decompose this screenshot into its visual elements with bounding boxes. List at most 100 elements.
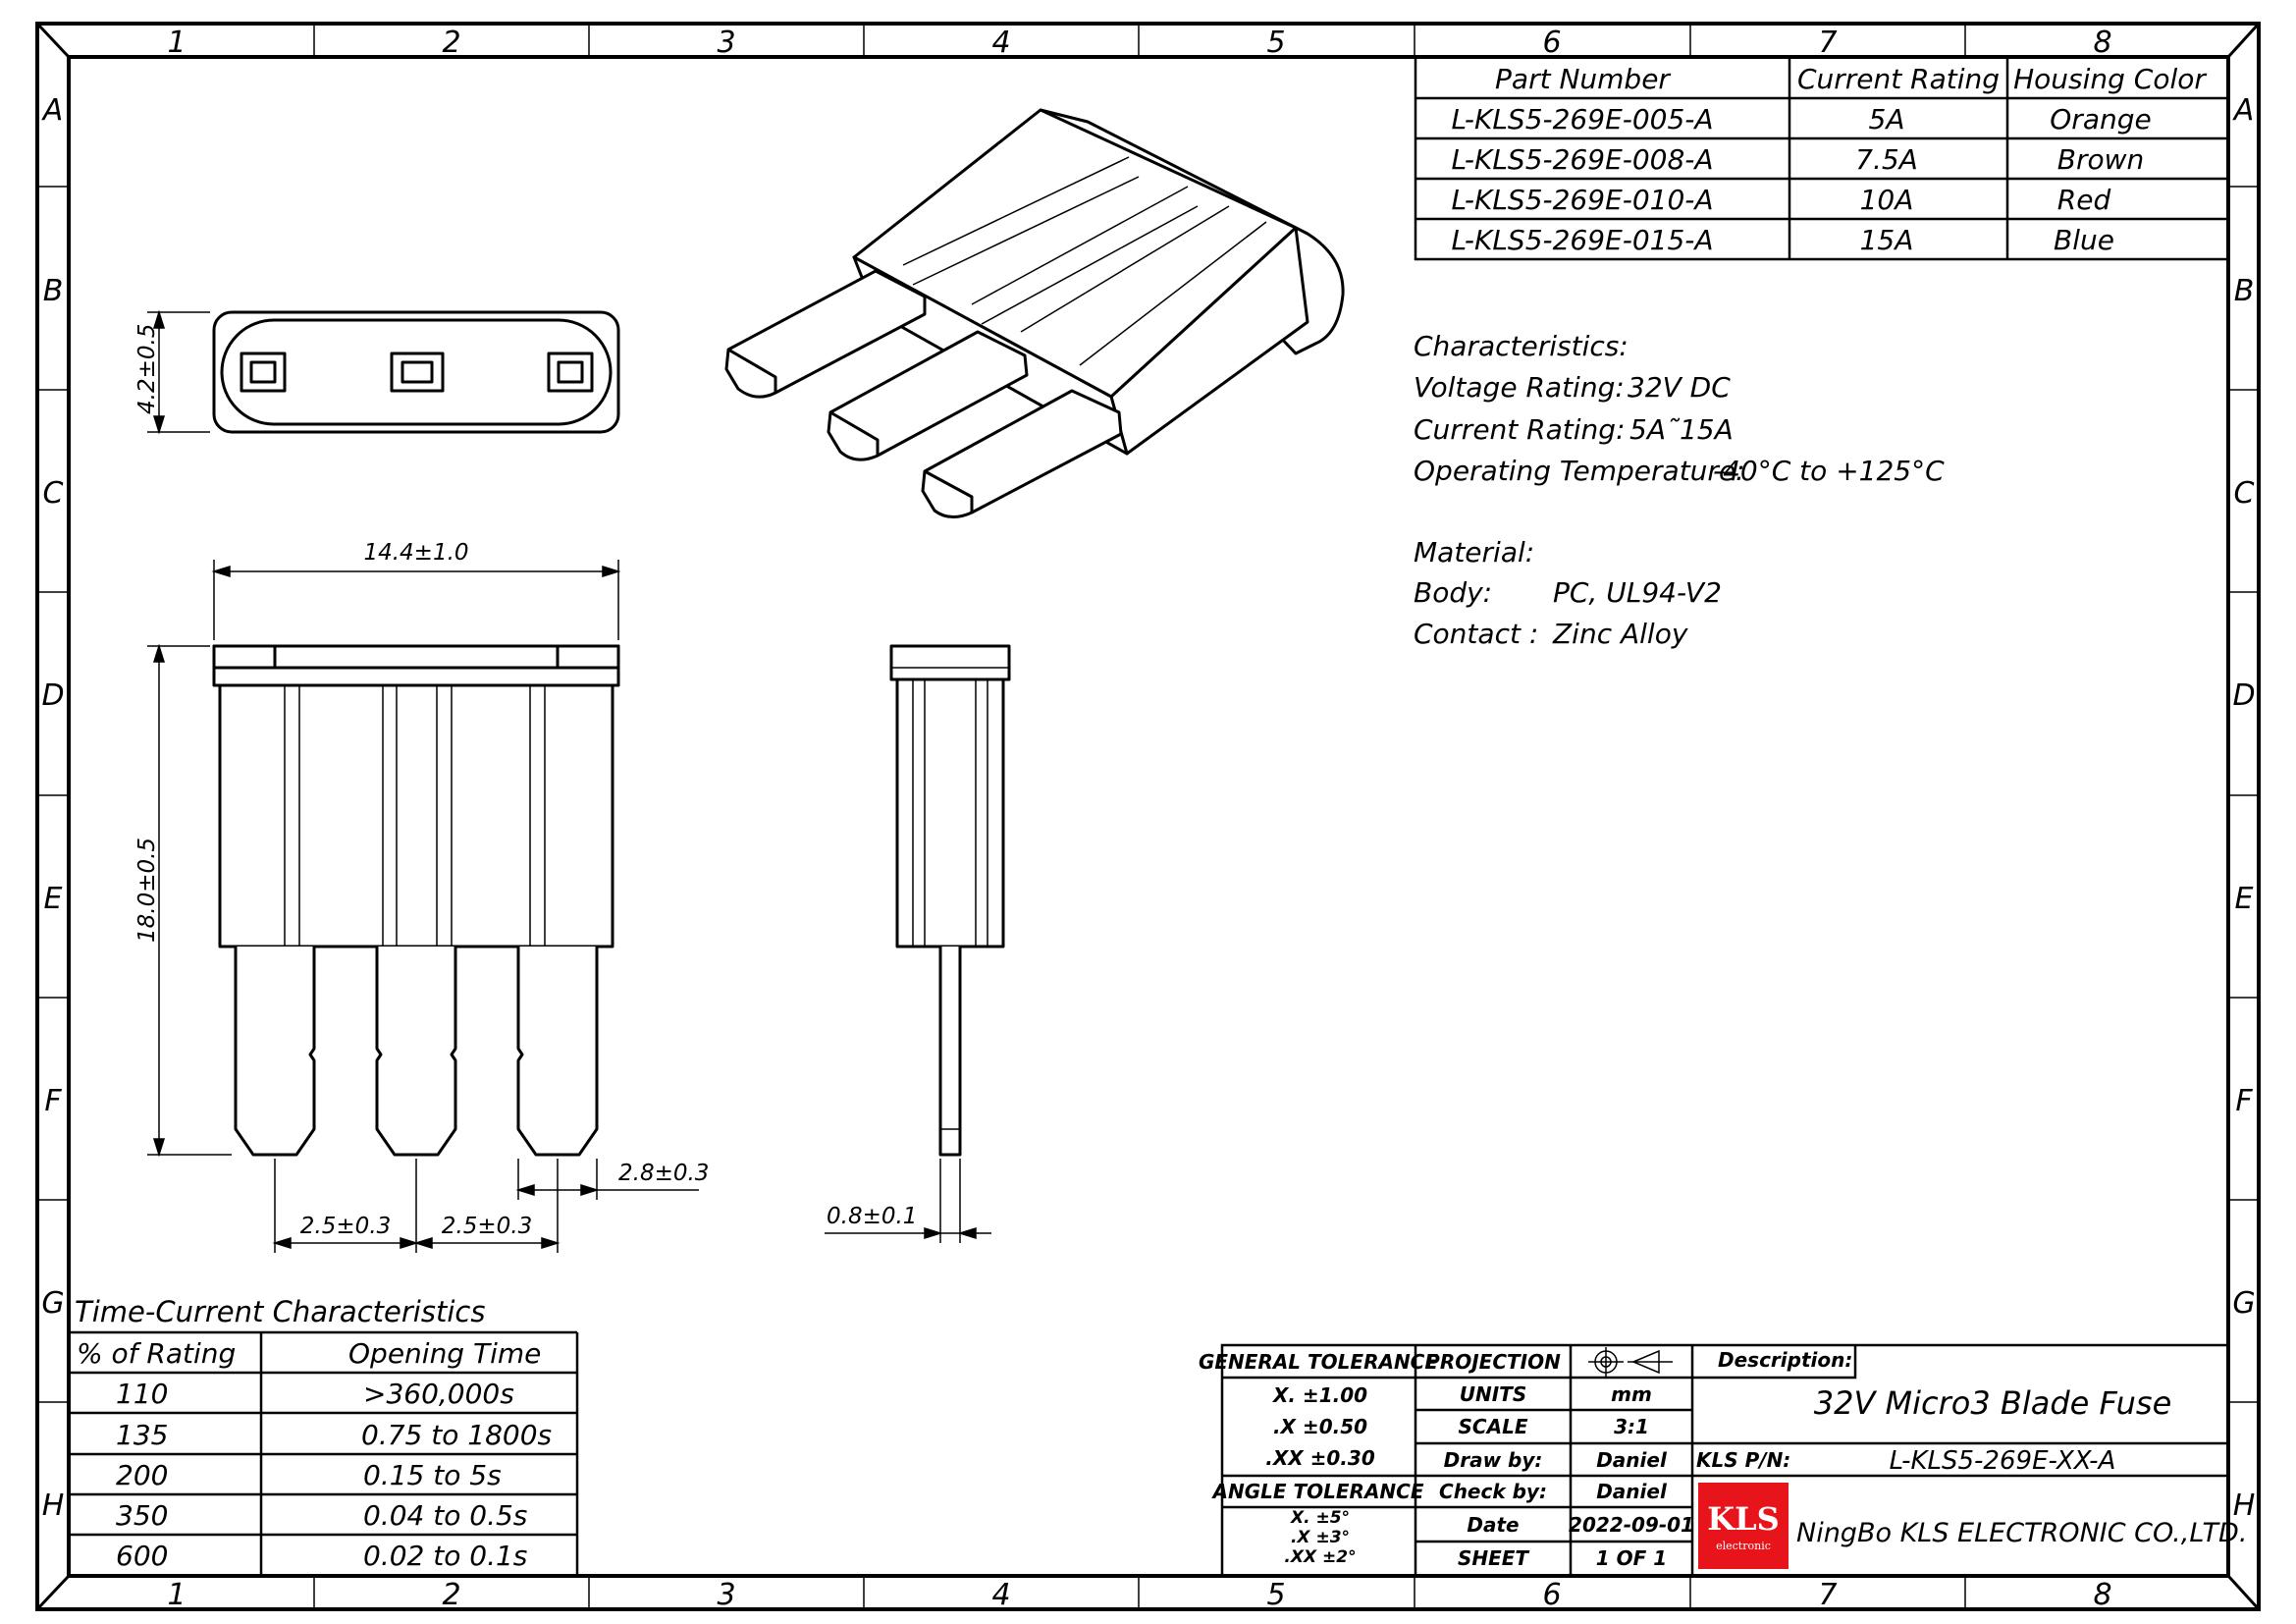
- company-name: NingBo KLS ELECTRONIC CO.,LTD.: [1796, 1518, 2247, 1548]
- material-heading: Material:: [1414, 536, 1534, 568]
- row-label-left-a: A: [41, 93, 64, 128]
- angle-tolerance-label: ANGLE TOLERANCE: [1210, 1480, 1423, 1503]
- characteristics-block: Characteristics: Voltage Rating: 32V DC …: [1414, 330, 1945, 650]
- tc-cell-time-4: 0.04 to 0.5s: [363, 1499, 527, 1532]
- col-label-bottom-7: 7: [1818, 1578, 1837, 1612]
- description-label: Description:: [1718, 1348, 1852, 1372]
- row-label-right-a: A: [2232, 93, 2255, 128]
- row-label-right-d: D: [2232, 678, 2255, 713]
- tc-cell-time-3: 0.15 to 5s: [363, 1459, 502, 1491]
- parts-table: Part Number Current Rating Housing Color…: [1414, 55, 2230, 261]
- tc-header-time: Opening Time: [348, 1337, 541, 1370]
- col-label-bottom-8: 8: [2093, 1578, 2111, 1612]
- tol-x: X. ±1.00: [1271, 1383, 1367, 1407]
- tc-cell-time-2: 0.75 to 1800s: [361, 1419, 552, 1451]
- dim-pitch-2: 2.5±0.3: [442, 1214, 532, 1239]
- voltage-value: 32V DC: [1628, 371, 1731, 404]
- body-label: Body:: [1414, 576, 1492, 609]
- dim-pitch-1: 2.5±0.3: [300, 1214, 391, 1239]
- front-view: 14.4±1.0 18.0±0.5 2.5±0.3 2.5±0.3: [134, 540, 709, 1253]
- col-label-top-1: 1: [167, 26, 186, 60]
- parts-cell-pn-1: L-KLS5-269E-005-A: [1451, 103, 1713, 135]
- logo-text: KLS: [1707, 1500, 1779, 1538]
- date-value: 2022-09-01: [1569, 1513, 1694, 1537]
- units-label: UNITS: [1460, 1382, 1526, 1406]
- col-label-bottom-5: 5: [1266, 1578, 1285, 1612]
- draw-label: Draw by:: [1444, 1448, 1543, 1472]
- time-current-table: Time-Current Characteristics % of Rating…: [69, 1295, 579, 1576]
- voltage-label: Voltage Rating:: [1414, 371, 1625, 404]
- tc-cell-rating-3: 200: [116, 1459, 168, 1491]
- row-label-left-f: F: [44, 1084, 62, 1118]
- pn-value: L-KLS5-269E-XX-A: [1890, 1446, 2116, 1476]
- parts-cell-pn-4: L-KLS5-269E-015-A: [1451, 224, 1713, 256]
- tc-cell-time-5: 0.02 to 0.1s: [363, 1540, 527, 1572]
- parts-cell-rating-3: 10A: [1860, 184, 1914, 216]
- projection-symbol-icon: [1588, 1347, 1673, 1377]
- check-label: Check by:: [1439, 1480, 1547, 1503]
- tol-x1: .X ±0.50: [1273, 1415, 1367, 1438]
- top-view: 4.2±0.5: [134, 309, 620, 435]
- tc-cell-rating-4: 350: [116, 1499, 168, 1532]
- row-label-right-h: H: [2233, 1489, 2256, 1523]
- isometric-view: [724, 108, 1345, 518]
- general-tolerance-label: GENERAL TOLERANCE: [1199, 1350, 1438, 1374]
- kls-logo: KLS electronic: [1698, 1483, 1789, 1569]
- parts-cell-color-3: Red: [2057, 184, 2111, 216]
- ang-x1: .X ±3°: [1291, 1528, 1350, 1547]
- temperature-label: Operating Temperature:: [1414, 455, 1745, 487]
- col-label-top-3: 3: [717, 26, 735, 60]
- col-label-top-7: 7: [1818, 26, 1837, 60]
- col-label-bottom-6: 6: [1542, 1578, 1561, 1612]
- draw-value: Daniel: [1596, 1448, 1668, 1472]
- title-block: GENERAL TOLERANCE X. ±1.00 .X ±0.50 .XX …: [1199, 1343, 2247, 1578]
- col-label-bottom-4: 4: [991, 1578, 1010, 1612]
- col-label-bottom-2: 2: [442, 1578, 460, 1612]
- col-label-bottom-3: 3: [717, 1578, 735, 1612]
- ang-x: X. ±5°: [1290, 1508, 1350, 1528]
- row-label-left-h: H: [42, 1489, 65, 1523]
- row-label-left-b: B: [43, 274, 64, 308]
- parts-header-current: Current Rating: [1797, 63, 2000, 95]
- scale-value: 3:1: [1614, 1415, 1649, 1438]
- dim-height: 18.0±0.5: [134, 838, 160, 943]
- sheet-value: 1 OF 1: [1596, 1546, 1667, 1570]
- row-label-right-f: F: [2235, 1084, 2253, 1118]
- tol-x2: .XX ±0.30: [1265, 1446, 1375, 1470]
- current-value: 5A˜15A: [1629, 413, 1734, 446]
- row-label-right-e: E: [2235, 882, 2254, 916]
- projection-label: PROJECTION: [1425, 1350, 1561, 1374]
- parts-cell-pn-2: L-KLS5-269E-008-A: [1451, 143, 1713, 176]
- dim-blade-thickness: 0.8±0.1: [827, 1204, 917, 1229]
- dim-top-height: 4.2±0.5: [134, 324, 160, 414]
- parts-cell-rating-4: 15A: [1860, 224, 1914, 256]
- tc-cell-rating-1: 110: [116, 1378, 168, 1410]
- col-label-top-4: 4: [991, 26, 1010, 60]
- parts-cell-pn-3: L-KLS5-269E-010-A: [1451, 184, 1713, 216]
- parts-cell-color-1: Orange: [2050, 103, 2151, 135]
- check-value: Daniel: [1596, 1480, 1668, 1503]
- row-label-left-c: C: [43, 476, 64, 511]
- parts-header-color: Housing Color: [2013, 63, 2207, 95]
- row-label-right-c: C: [2234, 476, 2255, 511]
- body-value: PC, UL94-V2: [1553, 576, 1722, 609]
- row-label-right-g: G: [2232, 1286, 2255, 1321]
- parts-cell-rating-1: 5A: [1869, 103, 1905, 135]
- temperature-value: -40°C to +125°C: [1713, 455, 1945, 487]
- date-label: Date: [1467, 1513, 1519, 1537]
- parts-header-part-number: Part Number: [1495, 63, 1671, 95]
- row-label-left-e: E: [44, 882, 63, 916]
- col-label-bottom-1: 1: [167, 1578, 186, 1612]
- col-label-top-2: 2: [442, 26, 460, 60]
- contact-label: Contact :: [1414, 618, 1538, 650]
- row-label-right-b: B: [2234, 274, 2255, 308]
- scale-label: SCALE: [1459, 1415, 1528, 1438]
- tc-header-rating: % of Rating: [77, 1337, 236, 1370]
- current-label: Current Rating:: [1414, 413, 1626, 446]
- ang-x2: .XX ±2°: [1284, 1547, 1356, 1567]
- time-current-title: Time-Current Characteristics: [75, 1295, 485, 1328]
- parts-cell-color-4: Blue: [2054, 224, 2114, 256]
- characteristics-heading: Characteristics:: [1414, 330, 1629, 362]
- sheet-label: SHEET: [1458, 1546, 1529, 1570]
- col-label-top-5: 5: [1266, 26, 1285, 60]
